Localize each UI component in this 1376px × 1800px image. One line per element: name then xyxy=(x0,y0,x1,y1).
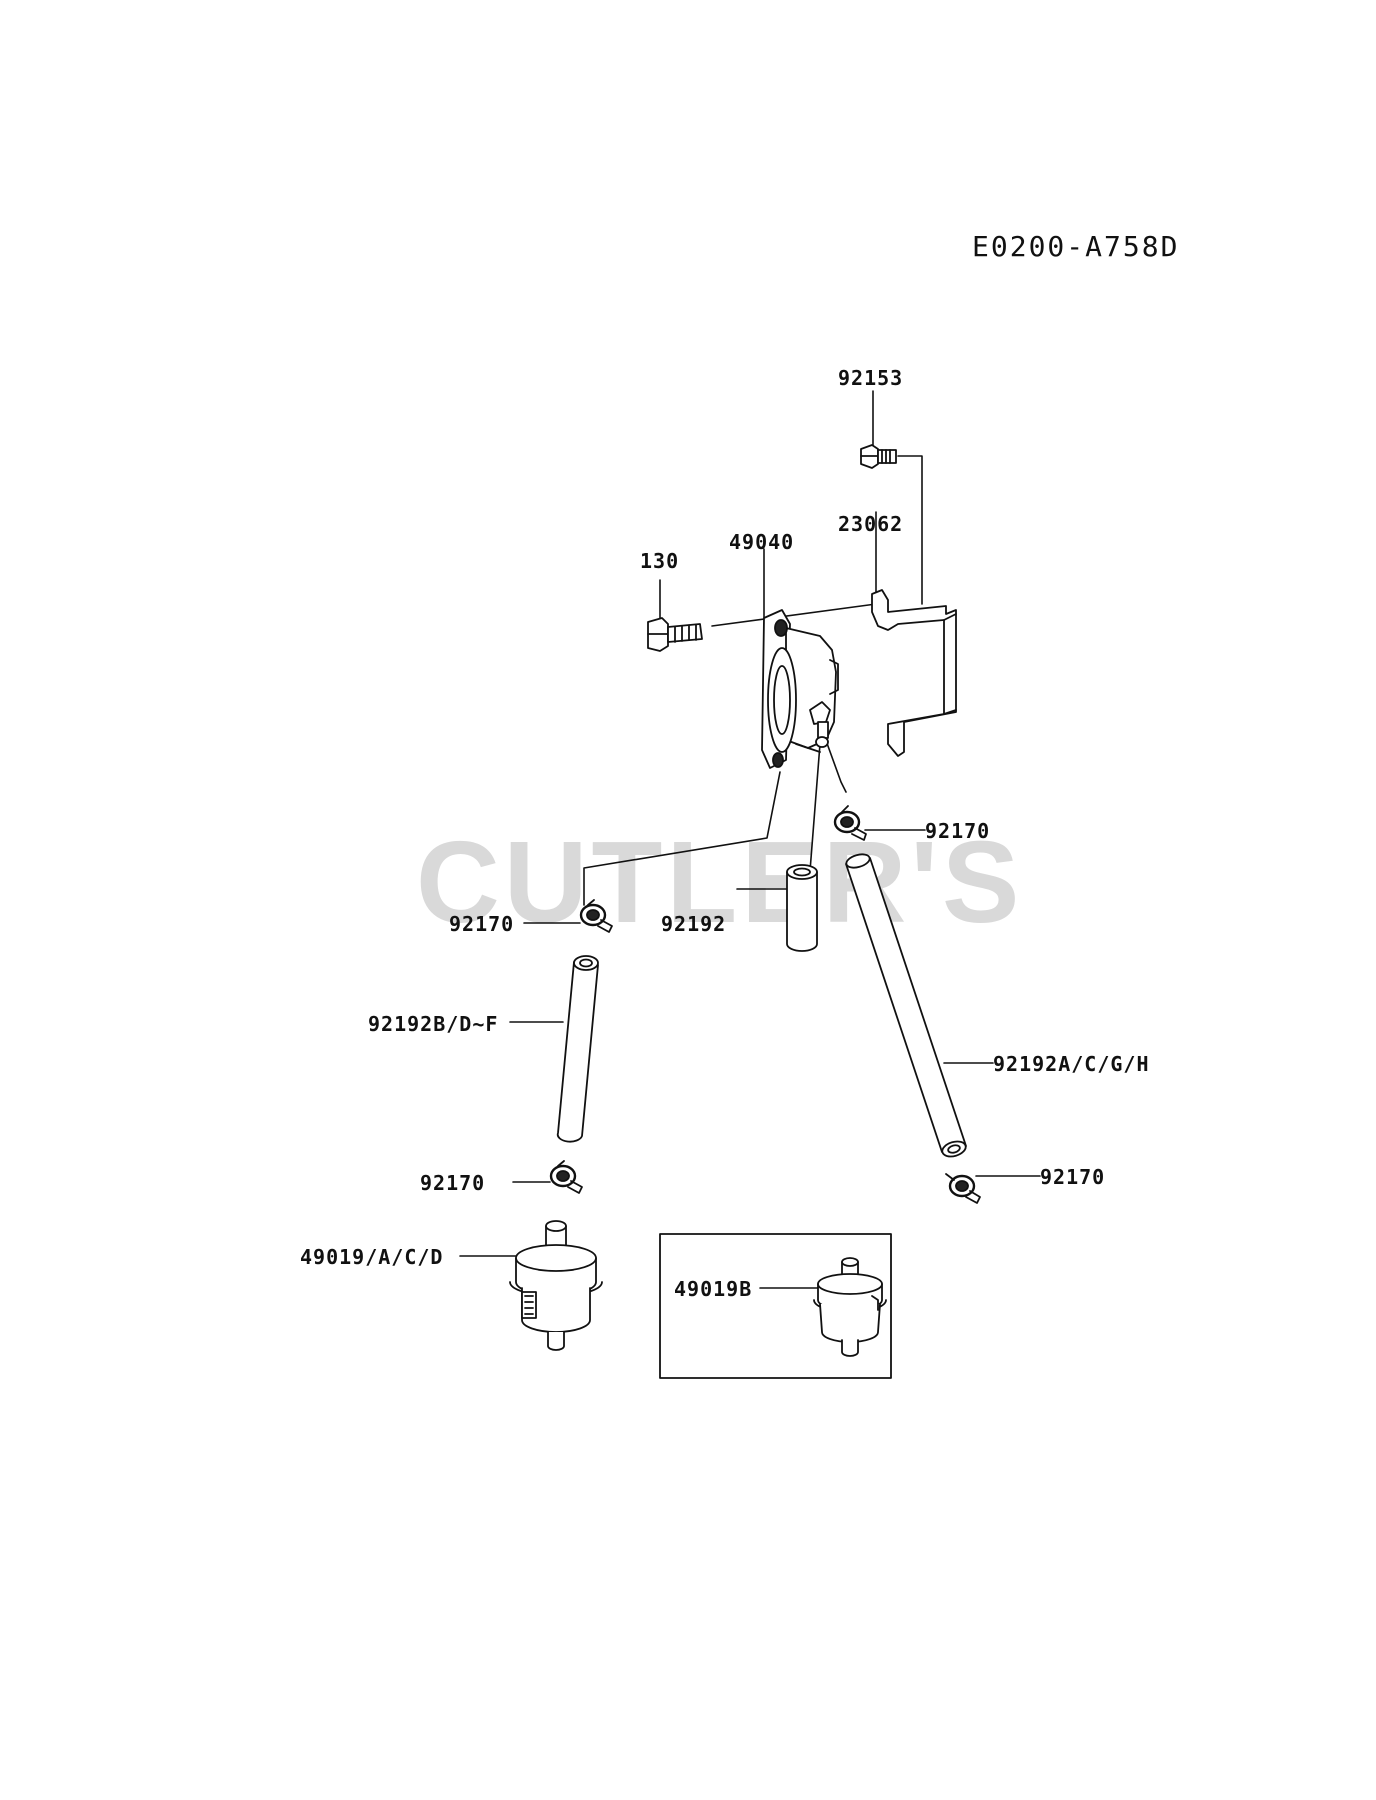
diagram-code: E0200-A758D xyxy=(972,230,1180,263)
fuel-filter-49019b-icon xyxy=(813,1257,887,1357)
part-label-92170-upper-right: 92170 xyxy=(925,819,991,843)
inset-box xyxy=(659,1233,892,1379)
part-label-49019b: 49019B xyxy=(674,1277,753,1301)
part-label-130: 130 xyxy=(640,549,680,573)
hose-92192acgh-icon xyxy=(845,853,967,1158)
part-label-49040: 49040 xyxy=(729,530,795,554)
watermark: CUTLER'S xyxy=(416,817,1024,947)
part-label-23062: 23062 xyxy=(838,512,904,536)
hose-clamp-right-lower-icon xyxy=(945,1173,981,1204)
short-hose-92192-icon xyxy=(786,864,818,952)
part-label-92170-right-lower: 92170 xyxy=(1040,1165,1106,1189)
fuel-filter-49019acd-icon xyxy=(509,1220,603,1351)
part-label-92192acgh: 92192A/C/G/H xyxy=(993,1052,1150,1076)
bolt-130-icon xyxy=(647,617,703,652)
part-label-92170-left-lower: 92170 xyxy=(420,1171,486,1195)
hose-92192bdf-icon xyxy=(556,955,599,1143)
part-label-92153: 92153 xyxy=(838,366,904,390)
part-label-92192bdf: 92192B/D~F xyxy=(368,1012,499,1036)
part-label-49019acd: 49019/A/C/D xyxy=(300,1245,444,1269)
bolt-92153-icon xyxy=(860,444,897,469)
part-label-92192: 92192 xyxy=(661,912,727,936)
bracket-23062-icon xyxy=(871,589,957,757)
hose-clamp-upper-right-icon xyxy=(833,805,867,841)
hose-clamp-left-middle-icon xyxy=(579,899,613,933)
fuel-pump-49040-icon xyxy=(761,609,839,769)
part-label-92170-left-middle: 92170 xyxy=(449,912,515,936)
hose-clamp-left-lower-icon xyxy=(549,1160,583,1194)
